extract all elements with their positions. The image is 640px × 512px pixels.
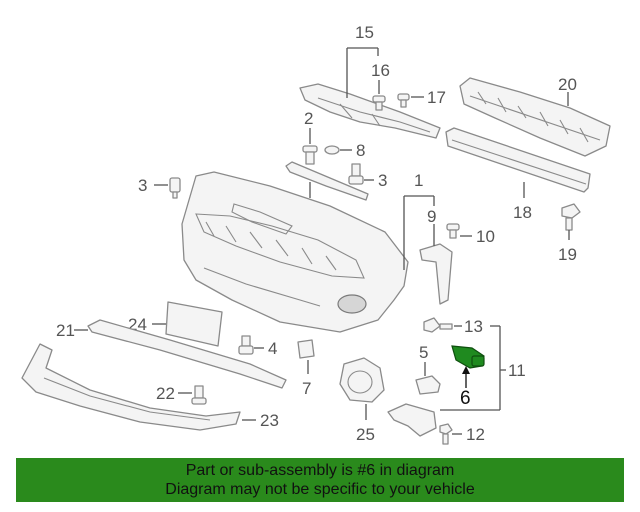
- callout-9: 9: [427, 207, 436, 226]
- callout-3-left: 3: [138, 176, 147, 195]
- footer-line-1: Part or sub-assembly is #6 in diagram: [185, 462, 455, 479]
- callout-6: 6: [460, 388, 471, 409]
- callout-4: 4: [268, 339, 277, 358]
- part-24-license-bracket: [165, 301, 223, 347]
- part-12-bolt: [439, 423, 453, 445]
- part-9-bracket: [419, 243, 453, 305]
- part-1-bumper-cover: [181, 171, 409, 333]
- part-13-bolt: [423, 317, 453, 333]
- part-8-nut: [324, 145, 340, 155]
- part-17-clip: [397, 93, 410, 108]
- part-22-push-pin: [191, 385, 207, 405]
- part-10-push-pin: [446, 223, 460, 239]
- part-15-upper-reinforcement: [299, 83, 441, 139]
- part-20-energy-absorber: [459, 77, 611, 157]
- callout-15: 15: [355, 23, 374, 42]
- part-7-cap: [297, 339, 315, 359]
- callout-7: 7: [302, 379, 311, 398]
- part-23-lower-spoiler: [21, 343, 241, 431]
- part-4-bolt: [238, 335, 254, 355]
- callout-23: 23: [260, 411, 279, 430]
- callout-21: 21: [56, 321, 75, 340]
- callout-8: 8: [356, 141, 365, 160]
- callout-25: 25: [356, 425, 375, 444]
- callout-20: 20: [558, 75, 577, 94]
- callout-3-right: 3: [378, 171, 387, 190]
- part-6-highlighted-fastener[interactable]: [451, 345, 485, 369]
- callout-5: 5: [419, 343, 428, 362]
- callout-17: 17: [427, 88, 446, 107]
- callout-13: 13: [464, 317, 483, 336]
- part-16-push-pin: [372, 95, 386, 111]
- part-5-mounting-block: [415, 375, 441, 395]
- callout-2: 2: [304, 109, 313, 128]
- footer-line-2: Diagram may not be specific to your vehi…: [165, 481, 475, 498]
- part-14-molding-strip: [285, 161, 369, 201]
- part-25-fog-lamp-bezel: [339, 357, 385, 403]
- callout-10: 10: [476, 227, 495, 246]
- callout-1: 1: [414, 171, 423, 190]
- leader-6-arrowhead: [462, 366, 470, 374]
- footer-banner: Part or sub-assembly is #6 in diagram Di…: [16, 458, 624, 502]
- part-3-clip-left: [169, 177, 181, 199]
- part-19-bolt: [561, 203, 581, 231]
- part-2-push-pin: [302, 145, 318, 165]
- callout-11: 11: [508, 361, 526, 380]
- callout-22: 22: [156, 384, 175, 403]
- part-18-impact-bar: [445, 127, 591, 193]
- part-lower-bracket: [387, 403, 437, 437]
- callout-16: 16: [371, 61, 390, 80]
- exploded-parts-diagram: 15 16 17 20 18 19 2 8: [21, 23, 611, 445]
- callout-19: 19: [558, 245, 577, 264]
- callout-18: 18: [513, 203, 532, 222]
- part-3-stud-right: [348, 163, 364, 185]
- callout-12: 12: [466, 425, 485, 444]
- part-21-deflector-strip: [87, 319, 287, 389]
